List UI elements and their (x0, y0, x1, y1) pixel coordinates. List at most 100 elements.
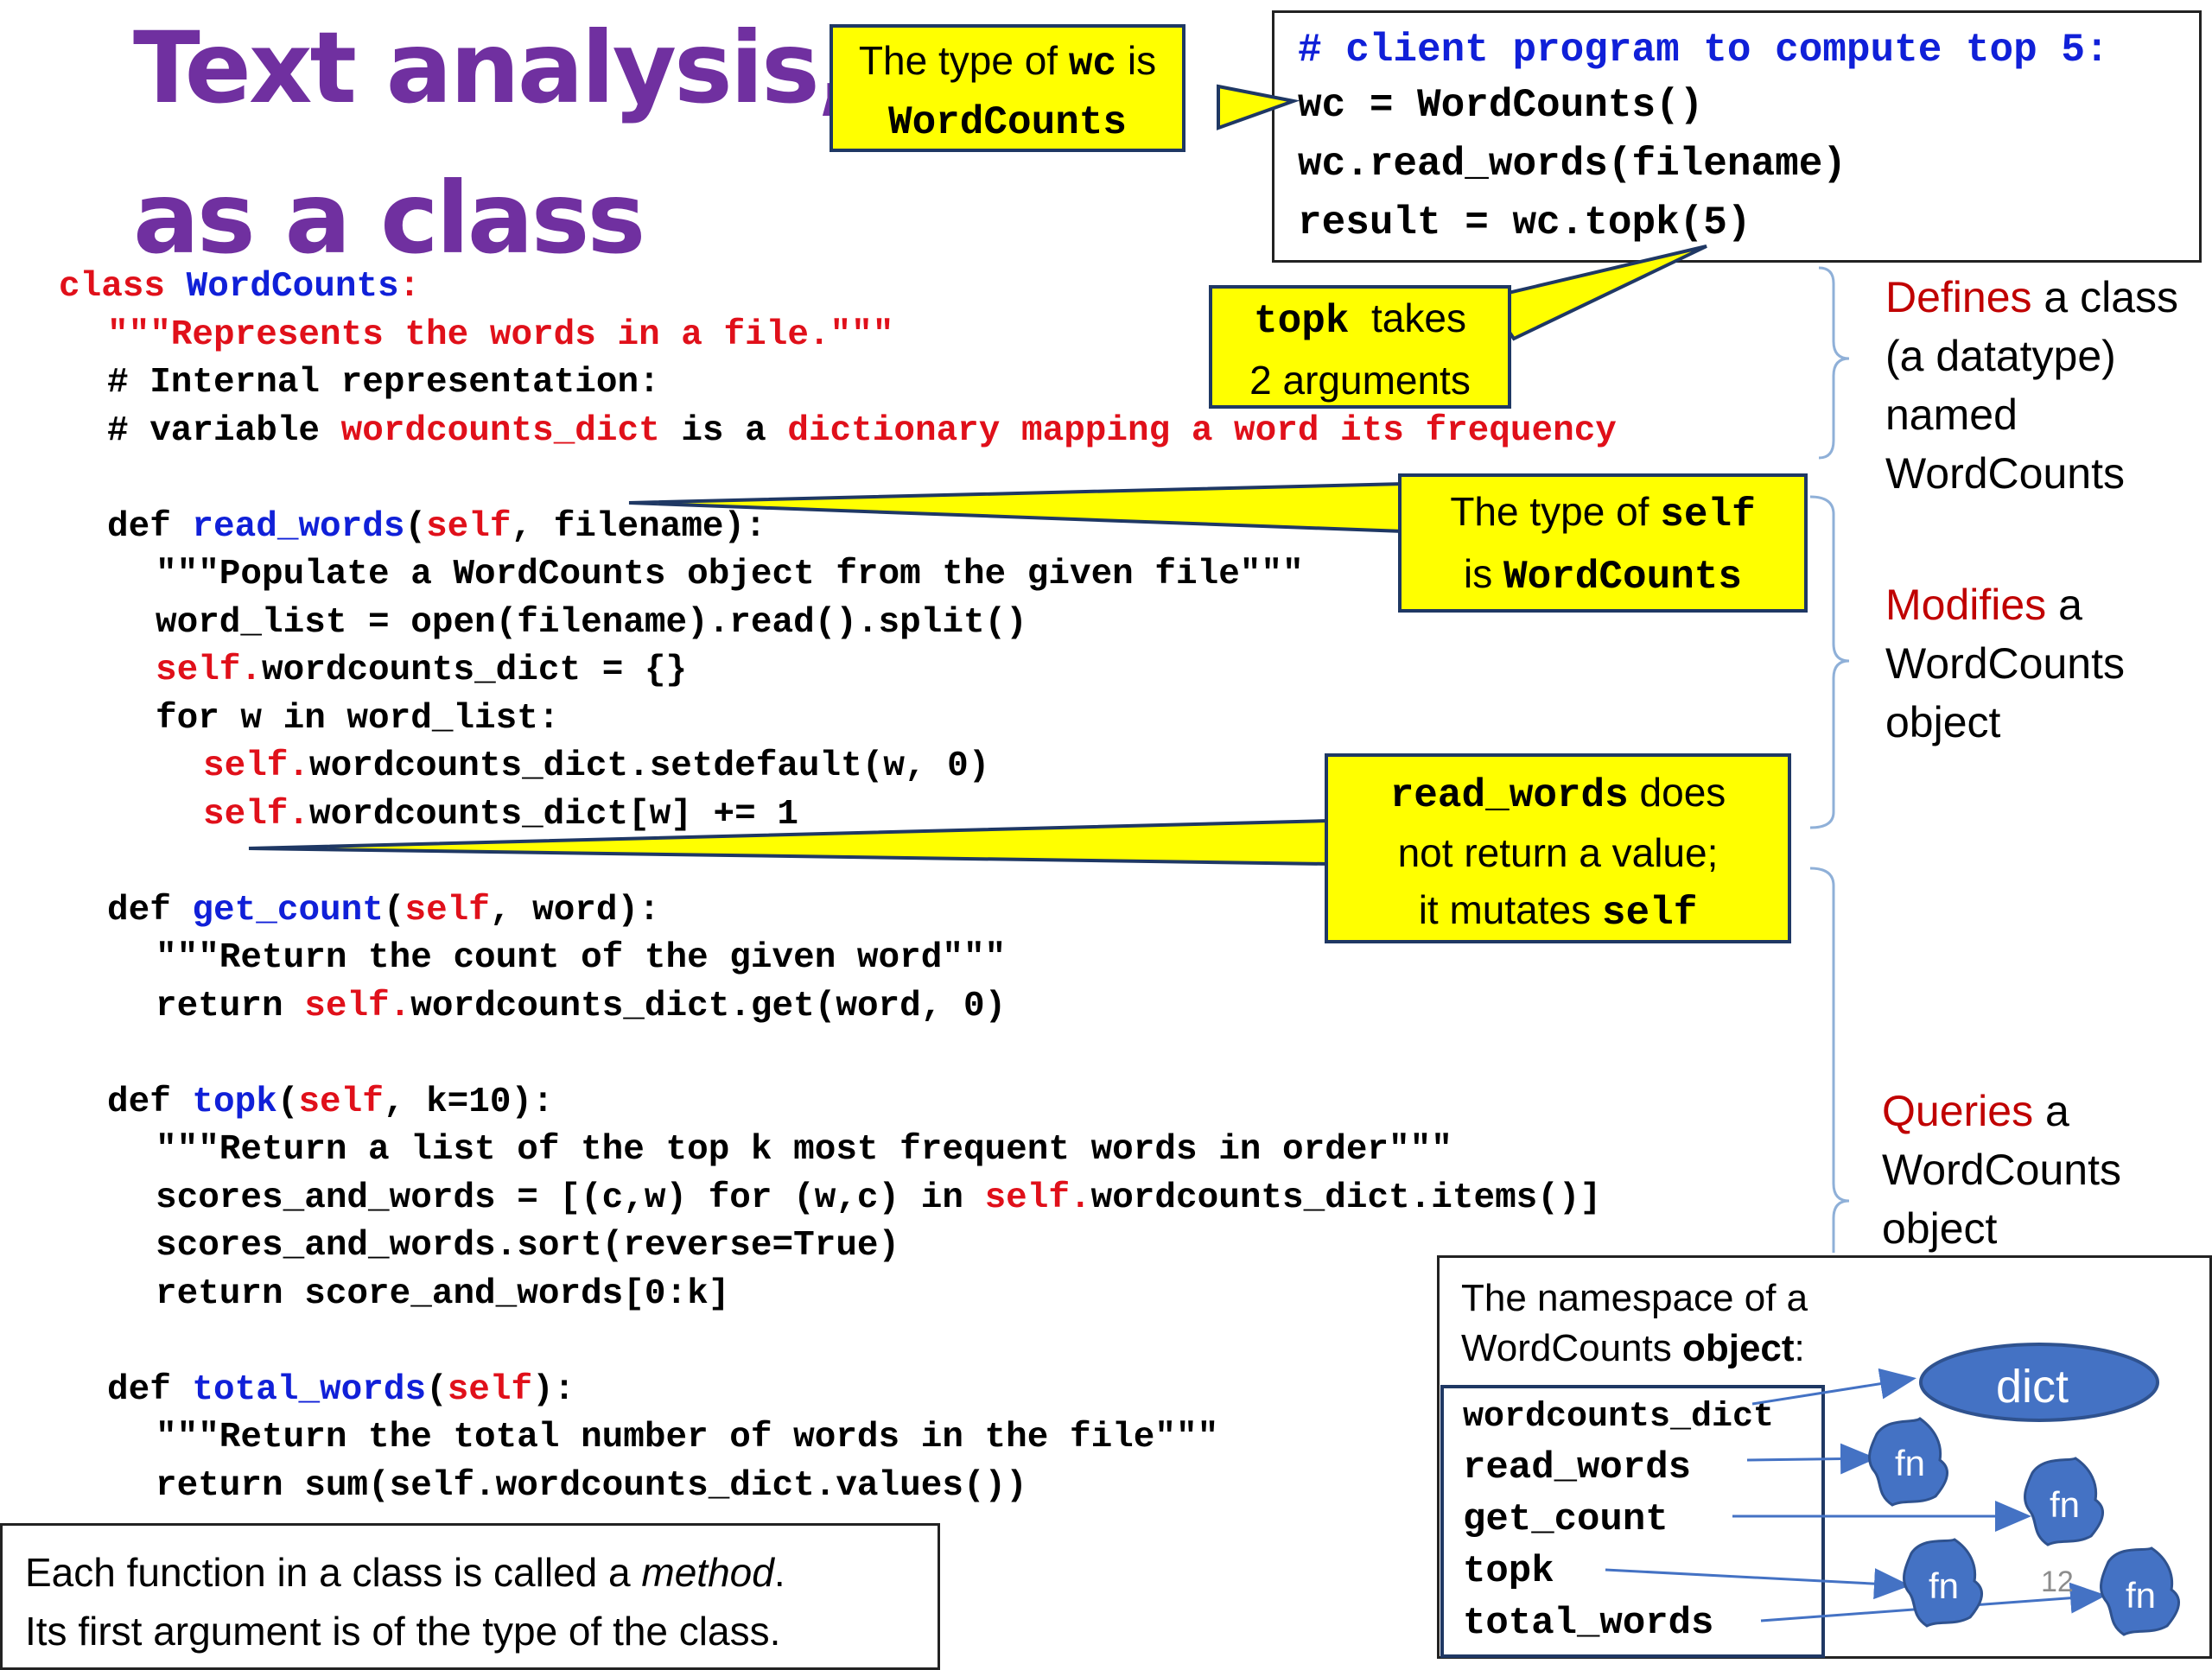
class-keyword: class (59, 267, 187, 307)
self-ref: self. (984, 1178, 1091, 1218)
fn-label: fn (2050, 1484, 2081, 1525)
code-line: for w in word_list: (156, 699, 560, 739)
ns-item-wordcounts-dict: wordcounts_dict (1463, 1398, 1775, 1437)
code-text: wordcounts_dict = {} (262, 651, 688, 690)
code-text: wordcounts_dict.setdefault(w, 0) (309, 746, 990, 786)
fn-blob (1903, 1538, 1984, 1628)
callout-text: The type of (858, 38, 1069, 83)
def-keyword: def (107, 1370, 193, 1410)
code-line: """Populate a WordCounts object from the… (156, 555, 1304, 594)
callout-code: WordCounts (1503, 555, 1743, 600)
namespace-panel: The namespace of a WordCounts object: wo… (1437, 1255, 2212, 1659)
self-ref: self. (203, 795, 310, 835)
fn-label: fn (2126, 1575, 2157, 1616)
arrow-to-fn (1605, 1568, 1910, 1600)
params: ): (532, 1370, 575, 1410)
code-line: scores_and_words = [(c,w) for (w,c) in s… (156, 1181, 1601, 1216)
self-ref: self. (304, 987, 411, 1026)
code-line: """Return the total number of words in t… (156, 1418, 1219, 1457)
caption-line: WordCounts object: (1461, 1324, 1808, 1374)
side-text: WordCounts (1882, 1146, 2121, 1194)
note-emphasis: method (641, 1550, 774, 1595)
side-text: object (1885, 698, 2001, 746)
callout-text: does (1628, 770, 1726, 815)
code-line: return self.wordcounts_dict.get(word, 0) (156, 989, 1006, 1025)
callout-text: takes (1349, 295, 1466, 340)
callout-code: self (1660, 492, 1756, 537)
callout-code: topk (1254, 299, 1350, 344)
method-note: Each function in a class is called a met… (0, 1523, 940, 1670)
class-declaration: class WordCounts: (59, 270, 420, 305)
side-highlight: Queries (1882, 1087, 2034, 1135)
namespace-inner-box: wordcounts_dict read_words get_count top… (1440, 1385, 1825, 1658)
dict-label: dict (1996, 1361, 2069, 1413)
code-line: """Return the count of the given word""" (156, 938, 1007, 978)
callout-line: topk takes (1212, 289, 1508, 351)
params: , filename): (511, 507, 766, 547)
paren: ( (276, 1083, 299, 1122)
fn-label: fn (1895, 1443, 1926, 1483)
brace-defines (1818, 266, 1850, 460)
callout-read-words-mutates: read_words does not return a value; it m… (1325, 753, 1791, 943)
page-number: 12 (2041, 1565, 2074, 1598)
note-line: Each function in a class is called a met… (25, 1543, 938, 1602)
side-note-modifies: Modifies a WordCounts object (1885, 575, 2125, 752)
code-text: return (156, 987, 305, 1026)
side-line: Defines a class (1885, 268, 2178, 327)
page-title-line2: as a class (133, 161, 645, 276)
client-line: wc.read_words(filename) (1298, 142, 1847, 187)
method-name: get_count (192, 891, 384, 930)
code-line: self.wordcounts_dict.setdefault(w, 0) (203, 749, 989, 784)
fn-blob (2100, 1546, 2181, 1636)
code-line: word_list = open(filename).read().split(… (156, 603, 1027, 643)
caption-text: : (1794, 1327, 1805, 1369)
side-note-defines: Defines a class (a datatype) named WordC… (1885, 268, 2178, 503)
paren: ( (383, 891, 405, 930)
arrow-to-fn (1746, 1443, 1877, 1475)
callout-line: it mutates self (1328, 881, 1788, 942)
ns-item-total-words: total_words (1463, 1602, 1714, 1645)
callout-line: is WordCounts (1402, 544, 1804, 606)
callout-text: is (1463, 551, 1503, 597)
params: , k=10): (383, 1083, 554, 1122)
code-line: scores_and_words.sort(reverse=True) (156, 1226, 900, 1266)
self-param: self (298, 1083, 384, 1122)
comment-text: dictionary mapping a word its frequency (787, 411, 1617, 451)
code-text: wordcounts_dict.get(word, 0) (410, 987, 1007, 1026)
code-line: self.wordcounts_dict = {} (156, 653, 687, 689)
callout-wc-type: The type of wc is WordCounts (830, 24, 1185, 152)
code-comment: # Internal representation: (107, 363, 660, 403)
fn-label: fn (1929, 1565, 1960, 1606)
side-text: a class (2031, 273, 2179, 321)
self-param: self (447, 1370, 533, 1410)
code-comment: # variable wordcounts_dict is a dictiona… (107, 414, 1617, 449)
code-line: return sum(self.wordcounts_dict.values()… (156, 1466, 1027, 1506)
code-text: wordcounts_dict[w] += 1 (309, 795, 798, 835)
client-comment: # client program to compute top 5: (1298, 28, 2109, 73)
paren: ( (426, 1370, 448, 1410)
side-text: a (2046, 581, 2082, 629)
callout-code: read_words (1389, 773, 1629, 818)
side-text: a (2033, 1087, 2069, 1135)
def-total-words: def total_words(self): (107, 1373, 575, 1408)
code-text: scores_and_words = [(c,w) for (w,c) in (156, 1178, 985, 1218)
client-line: result = wc.topk(5) (1298, 200, 1751, 245)
callout-text: 2 arguments (1249, 358, 1471, 403)
caption-bold: object (1681, 1327, 1795, 1369)
client-line: wc = WordCounts() (1298, 83, 1704, 128)
def-keyword: def (107, 1083, 193, 1122)
self-ref: self. (203, 746, 310, 786)
ns-item-get-count: get_count (1463, 1498, 1669, 1541)
side-line: Modifies a (1885, 575, 2125, 634)
callout-line: The type of wc is (833, 31, 1182, 93)
self-ref: self. (156, 651, 263, 690)
side-note-queries: Queries a WordCounts object (1882, 1082, 2121, 1258)
arrow-to-dict (1751, 1368, 1916, 1406)
def-get-count: def get_count(self, word): (107, 893, 660, 929)
client-program-box: # client program to compute top 5: wc = … (1272, 10, 2202, 263)
fn-blob (2024, 1457, 2105, 1546)
method-name: read_words (192, 507, 405, 547)
